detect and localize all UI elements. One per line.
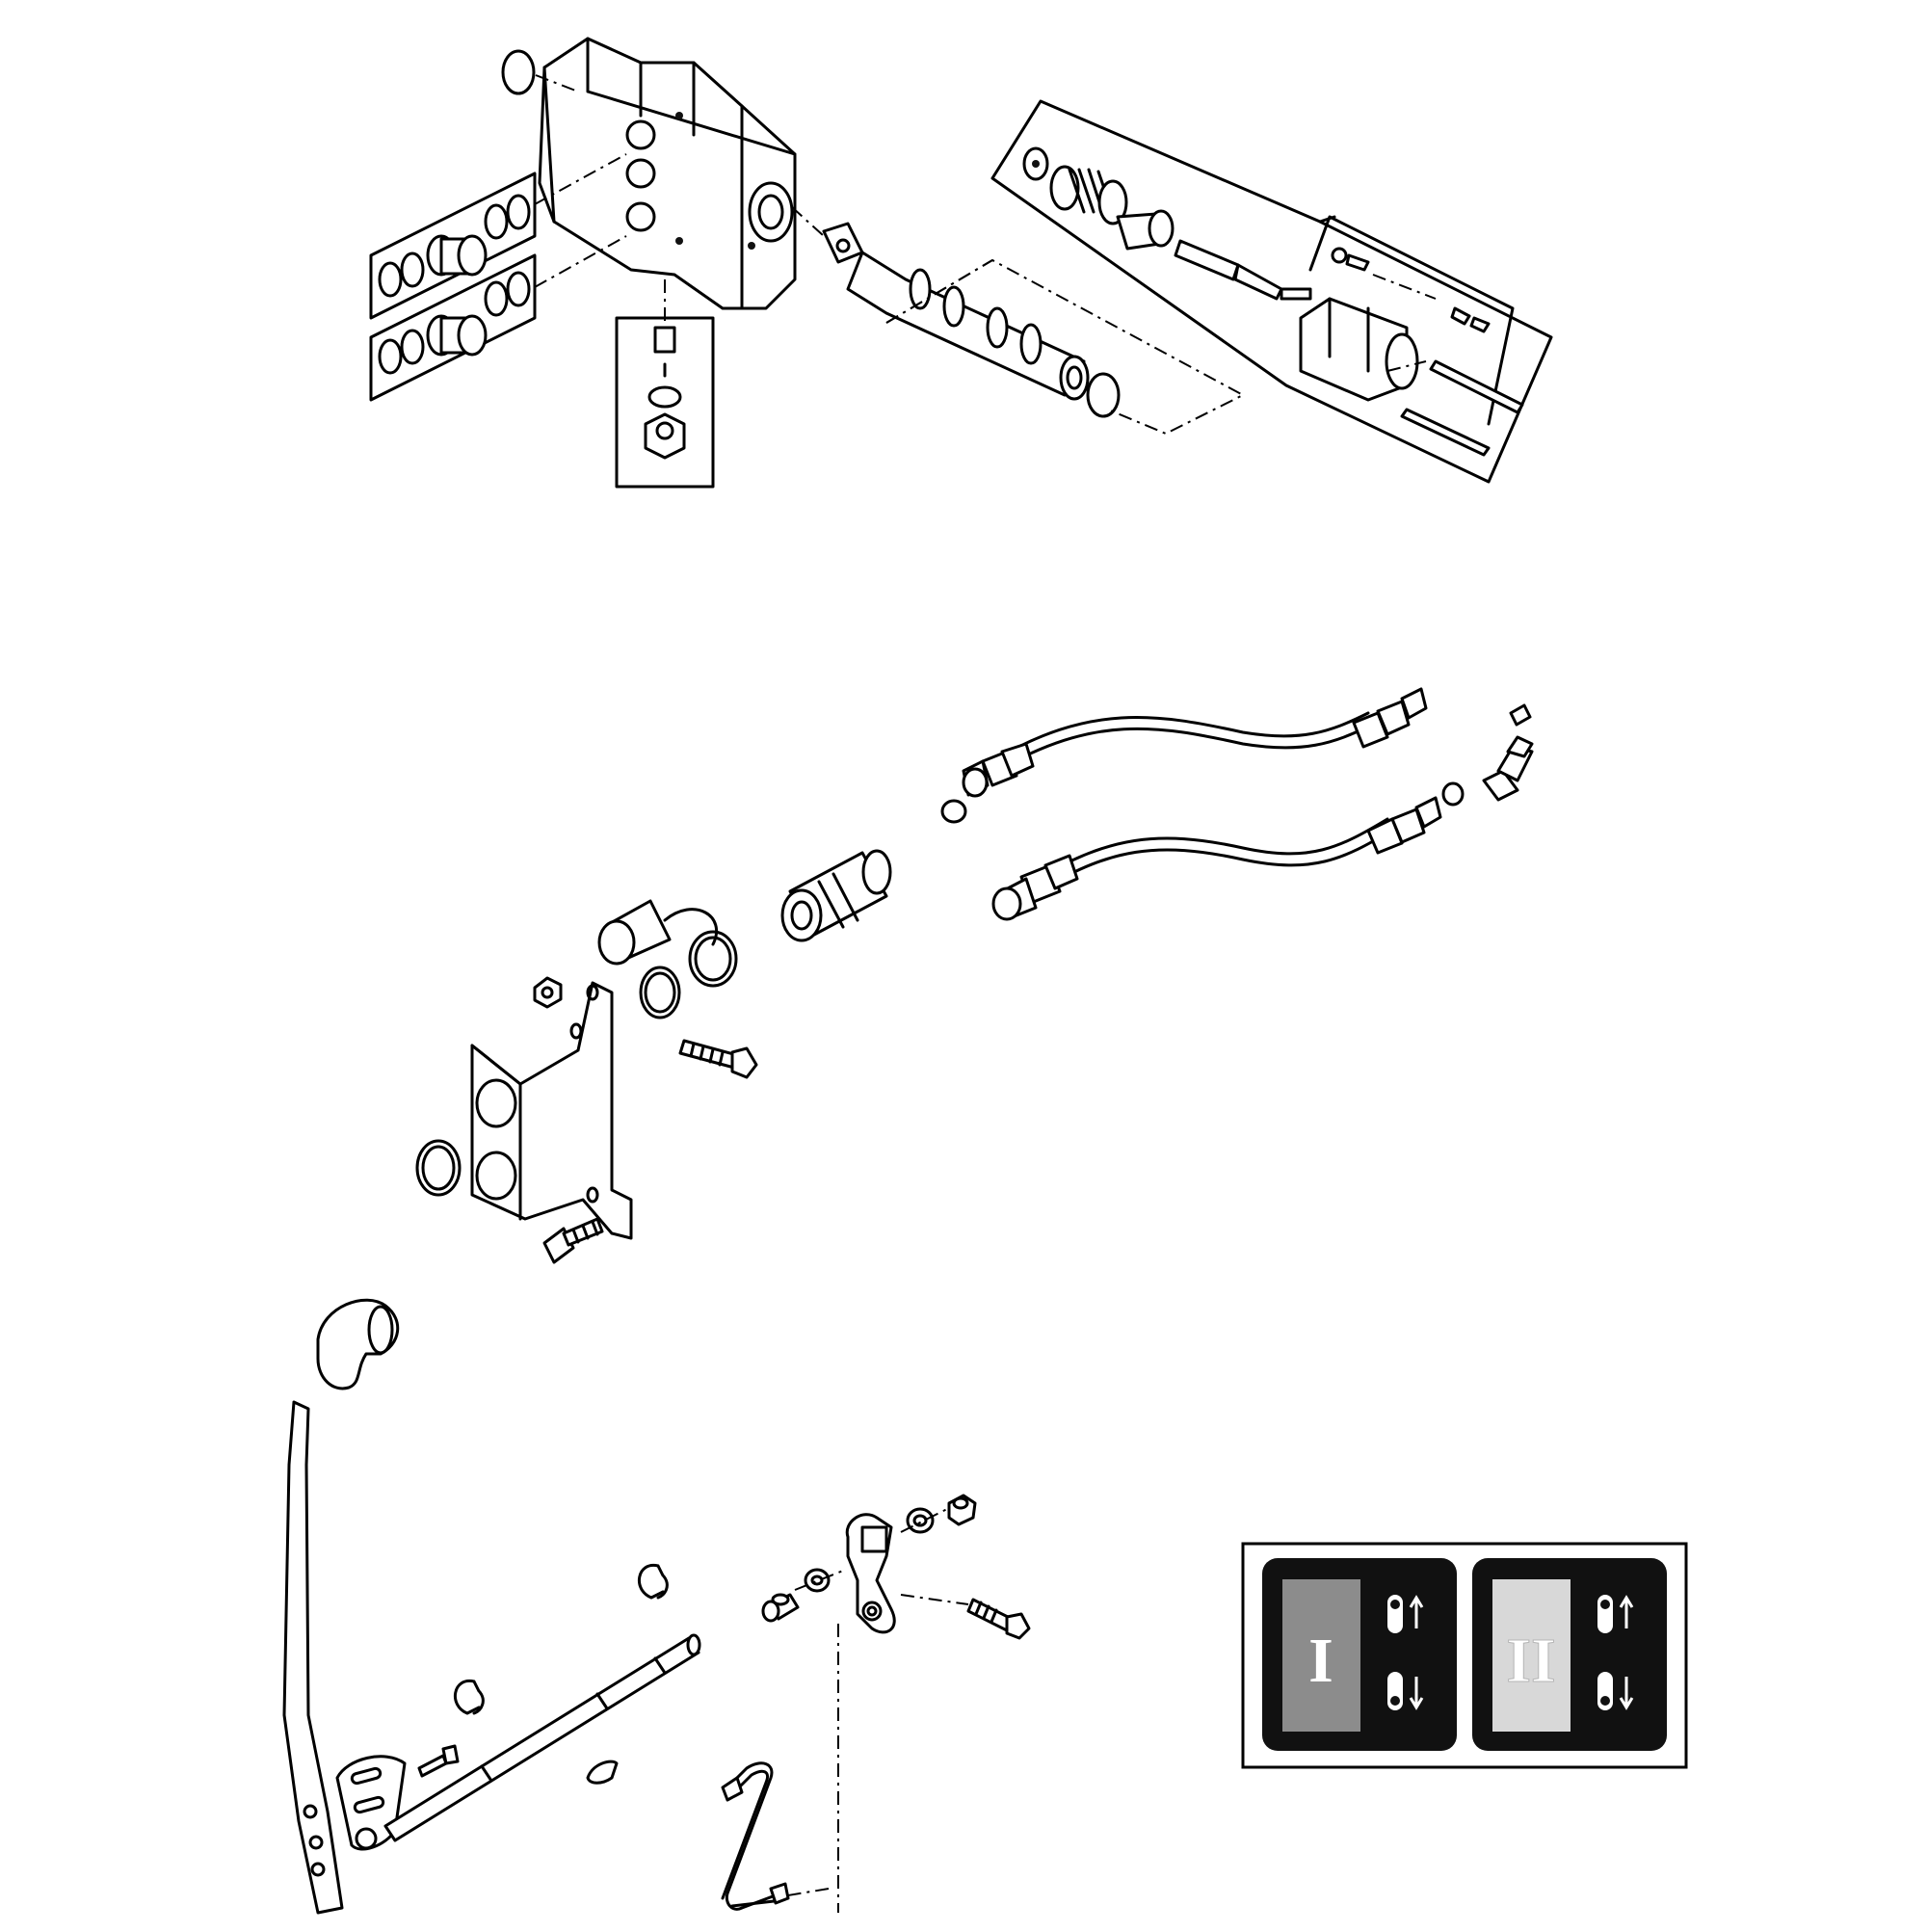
seal-kit-lower: [369, 253, 537, 402]
quick-coupler: [780, 849, 892, 942]
retaining-ring: [639, 966, 681, 1019]
lever-up-arrow-icon: [1597, 1595, 1634, 1633]
hose-coupler-section: [415, 687, 1534, 1264]
snap-ring-left: [453, 1680, 481, 1715]
spring-centering-kit: [990, 99, 1553, 484]
detent-housing: [1299, 297, 1419, 402]
centering-spring: [1049, 165, 1128, 225]
crank-cap-screw: [966, 1598, 1031, 1640]
dust-cap: [597, 899, 738, 988]
washer-right: [906, 1507, 935, 1534]
check-valve-kit: [615, 279, 715, 489]
set-screw: [417, 1744, 460, 1778]
decal-panel-one: I: [1262, 1558, 1457, 1751]
valve-spool: [822, 222, 1090, 401]
lever-knob: [316, 1298, 400, 1390]
control-valve-section: [369, 37, 1553, 489]
cap-screw-lower: [542, 1217, 604, 1264]
snap-ring-right: [637, 1564, 665, 1600]
hex-nut: [533, 976, 563, 1009]
control-lever: [282, 1400, 344, 1915]
lever-down-arrow-icon: [1387, 1672, 1424, 1710]
woodruff-key: [586, 1760, 619, 1785]
elbow-fitting: [1441, 703, 1534, 807]
seal-kit-upper: [369, 172, 537, 320]
o-ring: [501, 49, 536, 95]
decal-panel-one-label: I: [1308, 1626, 1333, 1696]
snap-ring: [1086, 372, 1121, 418]
cap-screw-upper: [678, 1039, 758, 1079]
bell-crank: [845, 1513, 896, 1634]
bracket-o-ring: [415, 1139, 462, 1197]
lever-linkage-section: [282, 1298, 1031, 1915]
lever-up-arrow-icon: [1387, 1595, 1424, 1633]
hydraulic-hose-lower: [991, 796, 1442, 921]
control-decal: I II: [1241, 1542, 1688, 1769]
hydraulic-hose-upper: [940, 687, 1428, 824]
cross-shaft: [383, 1633, 701, 1842]
washer-left: [804, 1568, 831, 1593]
lever-down-arrow-icon: [1597, 1672, 1634, 1710]
linkage-rod: [721, 1761, 790, 1911]
valve-body: [538, 37, 797, 310]
decal-panel-two-label: II: [1506, 1626, 1555, 1696]
lock-nut: [947, 1494, 977, 1526]
pivot-pin: [761, 1593, 800, 1623]
decal-panel-two: II: [1472, 1558, 1667, 1751]
coupler-mounting-bracket: [470, 981, 633, 1240]
